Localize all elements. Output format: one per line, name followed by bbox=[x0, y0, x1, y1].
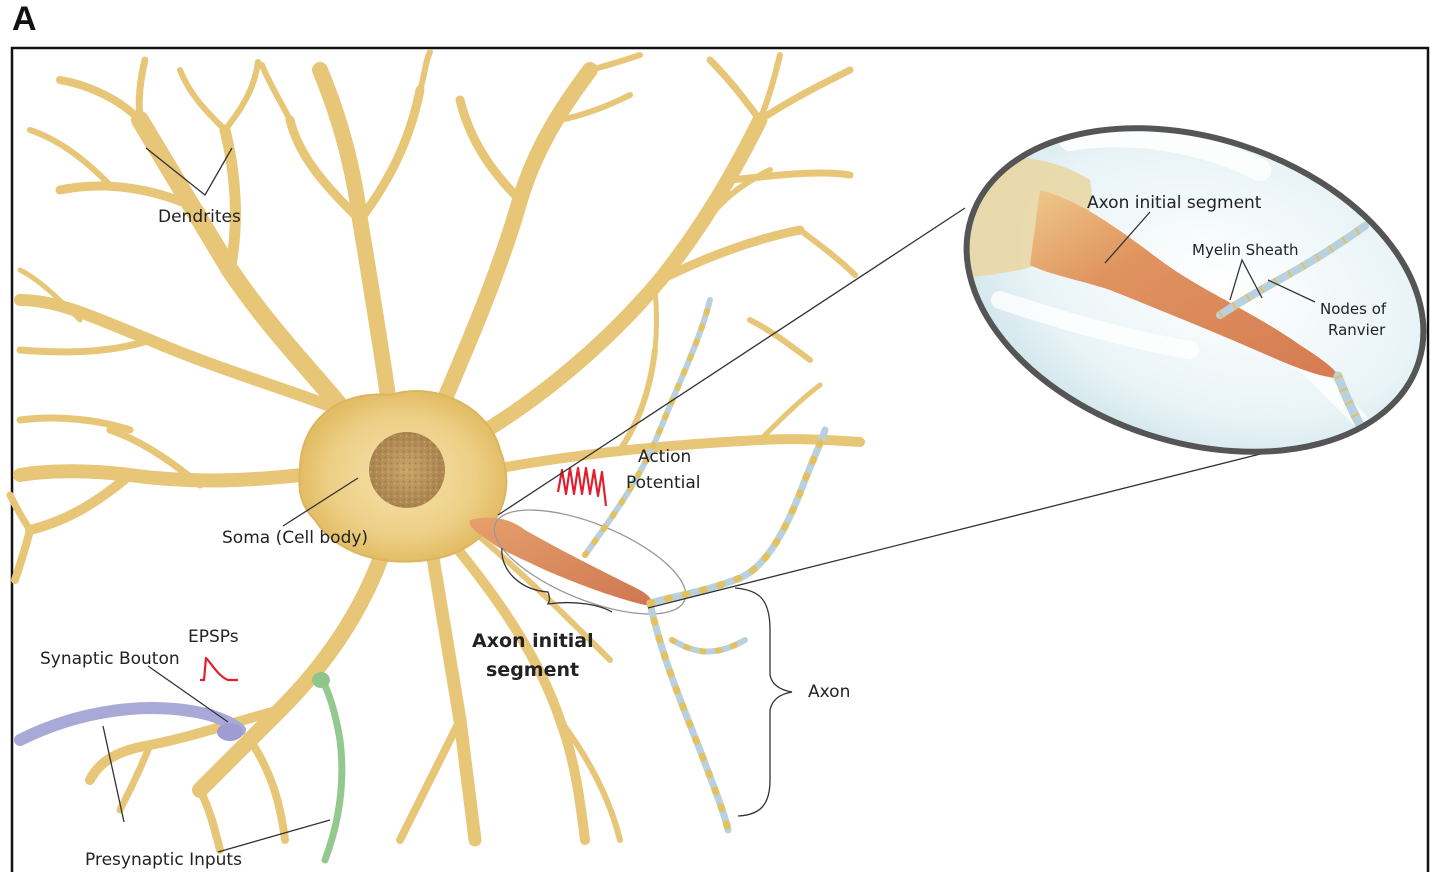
label-dendrites: Dendrites bbox=[158, 207, 241, 227]
label-epsps: EPSPs bbox=[188, 627, 239, 647]
green-presynaptic-axon bbox=[322, 680, 342, 860]
inset-label-ranvier: Ranvier bbox=[1328, 321, 1386, 339]
epsp-trace bbox=[200, 658, 238, 680]
inset-label-myelin-sheath: Myelin Sheath bbox=[1192, 241, 1299, 259]
axon-brace bbox=[735, 588, 792, 816]
label-soma: Soma (Cell body) bbox=[222, 528, 368, 548]
action-potential-trace bbox=[558, 468, 606, 506]
label-action-potential-line2: Potential bbox=[626, 473, 700, 493]
magnify-ellipse bbox=[481, 489, 699, 636]
label-presynaptic-inputs: Presynaptic Inputs bbox=[85, 850, 242, 870]
label-axon-initial-segment-line2: segment bbox=[486, 659, 579, 681]
label-axon-initial-segment-line1: Axon initial bbox=[472, 630, 594, 652]
synaptic-bouton bbox=[217, 723, 243, 741]
label-action-potential-line1: Action bbox=[638, 447, 691, 467]
label-axon: Axon bbox=[808, 682, 850, 702]
inset-magnification bbox=[925, 73, 1430, 507]
inset-label-axon-initial-segment: Axon initial segment bbox=[1087, 193, 1262, 213]
inset-label-nodes-of: Nodes of bbox=[1320, 300, 1387, 318]
label-synaptic-bouton: Synaptic Bouton bbox=[40, 649, 180, 669]
